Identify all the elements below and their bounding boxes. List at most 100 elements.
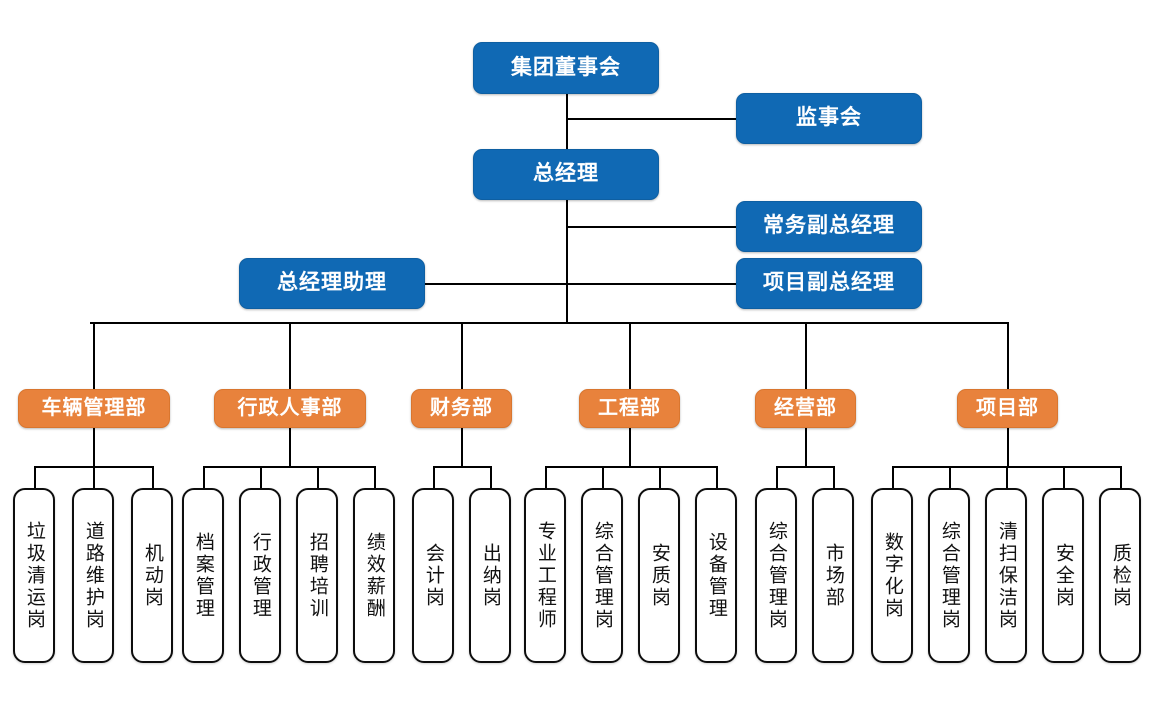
connector-drop-leaf-11 [602,466,604,488]
connector-subbus-dept-4 [545,466,716,468]
node-label: 综合管理岗 [765,520,787,631]
node-position-equipment-management[interactable]: 设备管理 [695,488,737,663]
node-label: 监事会 [796,106,862,130]
connector-stem-dept-6 [1007,427,1009,467]
connector-drop-leaf-17 [949,466,951,488]
node-label: 清扫保洁岗 [995,520,1017,631]
node-position-accounting[interactable]: 会计岗 [412,488,454,663]
node-label: 档案管理 [192,531,214,620]
connector-drop-leaf-10 [545,466,547,488]
connector-drop-leaf-12 [659,466,661,488]
node-position-mobile-duty[interactable]: 机动岗 [131,488,173,663]
connector-trunk-to-project-deputy [566,283,736,285]
node-supervisory-board[interactable]: 监事会 [736,93,922,144]
connector-drop-leaf-2 [93,466,95,488]
connector-subbus-dept-2 [203,466,374,468]
connector-drop-dept-3 [461,322,463,389]
connector-drop-leaf-4 [203,466,205,488]
node-position-recruitment-training[interactable]: 招聘培训 [296,488,338,663]
node-department-project[interactable]: 项目部 [957,389,1058,428]
node-label: 会计岗 [422,542,444,609]
node-position-safety[interactable]: 安全岗 [1042,488,1084,663]
node-label: 专业工程师 [534,520,556,631]
connector-drop-leaf-3 [152,466,154,488]
node-department-finance[interactable]: 财务部 [411,389,512,428]
connector-drop-dept-4 [629,322,631,389]
node-group-board[interactable]: 集团董事会 [473,42,659,94]
connector-trunk-to-supervisory [566,118,736,120]
connector-stem-dept-2 [289,427,291,467]
node-label: 质检岗 [1109,542,1131,609]
node-position-project-general-management[interactable]: 综合管理岗 [928,488,970,663]
node-position-administration[interactable]: 行政管理 [239,488,281,663]
node-gm-assistant[interactable]: 总经理助理 [239,258,425,309]
connector-drop-leaf-6 [317,466,319,488]
node-position-professional-engineer[interactable]: 专业工程师 [524,488,566,663]
node-position-cashier[interactable]: 出纳岗 [469,488,511,663]
connector-drop-dept-5 [805,322,807,389]
node-position-garbage-transport[interactable]: 垃圾清运岗 [13,488,55,663]
connector-board-to-gm [566,94,568,168]
node-position-cleaning-sanitation[interactable]: 清扫保洁岗 [985,488,1027,663]
connector-drop-leaf-20 [1120,466,1122,488]
node-label: 安质岗 [648,542,670,609]
node-label: 道路维护岗 [82,520,104,631]
node-label: 绩效薪酬 [363,531,385,620]
node-project-deputy-gm[interactable]: 项目副总经理 [736,258,922,309]
connector-drop-leaf-16 [892,466,894,488]
connector-drop-leaf-18 [1006,466,1008,488]
connector-gm-trunk [566,200,568,324]
node-department-admin-hr[interactable]: 行政人事部 [214,389,366,428]
node-label: 市场部 [822,542,844,609]
node-department-vehicle-management[interactable]: 车辆管理部 [18,389,170,428]
node-position-performance-compensation[interactable]: 绩效薪酬 [353,488,395,663]
node-label: 综合管理岗 [938,520,960,631]
node-position-marketing[interactable]: 市场部 [812,488,854,663]
connector-trunk-to-exec-deputy [566,226,736,228]
node-label: 常务副总经理 [763,214,895,238]
node-position-operations-general-management[interactable]: 综合管理岗 [755,488,797,663]
connector-drop-leaf-5 [260,466,262,488]
connector-drop-leaf-9 [490,466,492,488]
node-department-operations[interactable]: 经营部 [755,389,856,428]
node-position-safety-quality[interactable]: 安质岗 [638,488,680,663]
connector-drop-dept-1 [93,322,95,389]
node-label: 安全岗 [1052,542,1074,609]
connector-stem-dept-3 [461,427,463,467]
node-label: 总经理助理 [277,271,387,295]
node-label: 综合管理岗 [591,520,613,631]
node-label: 财务部 [430,397,493,419]
node-executive-deputy-gm[interactable]: 常务副总经理 [736,201,922,252]
node-label: 集团董事会 [511,55,621,79]
connector-assistant-to-trunk [424,283,567,285]
node-position-digitalization[interactable]: 数字化岗 [871,488,913,663]
connector-drop-leaf-15 [833,466,835,488]
node-position-quality-inspection[interactable]: 质检岗 [1099,488,1141,663]
connector-drop-leaf-14 [776,466,778,488]
node-label: 机动岗 [141,542,163,609]
node-label: 项目副总经理 [763,271,895,295]
connector-drop-leaf-1 [34,466,36,488]
connector-stem-dept-5 [805,427,807,467]
node-label: 出纳岗 [479,542,501,609]
connector-stem-dept-1 [93,427,95,467]
node-label: 车辆管理部 [41,397,147,419]
node-label: 数字化岗 [881,531,903,620]
connector-department-bus [90,322,1009,324]
node-position-road-maintenance[interactable]: 道路维护岗 [72,488,114,663]
connector-drop-leaf-13 [716,466,718,488]
connector-drop-leaf-7 [374,466,376,488]
node-label: 设备管理 [705,531,727,620]
node-label: 垃圾清运岗 [23,520,45,631]
connector-drop-leaf-8 [433,466,435,488]
connector-drop-dept-6 [1007,322,1009,389]
connector-drop-dept-2 [289,322,291,389]
node-general-manager[interactable]: 总经理 [473,149,659,200]
node-label: 行政人事部 [237,397,343,419]
node-department-engineering[interactable]: 工程部 [579,389,680,428]
node-label: 行政管理 [249,531,271,620]
node-position-engineering-general-management[interactable]: 综合管理岗 [581,488,623,663]
node-position-records-management[interactable]: 档案管理 [182,488,224,663]
node-label: 项目部 [976,397,1039,419]
